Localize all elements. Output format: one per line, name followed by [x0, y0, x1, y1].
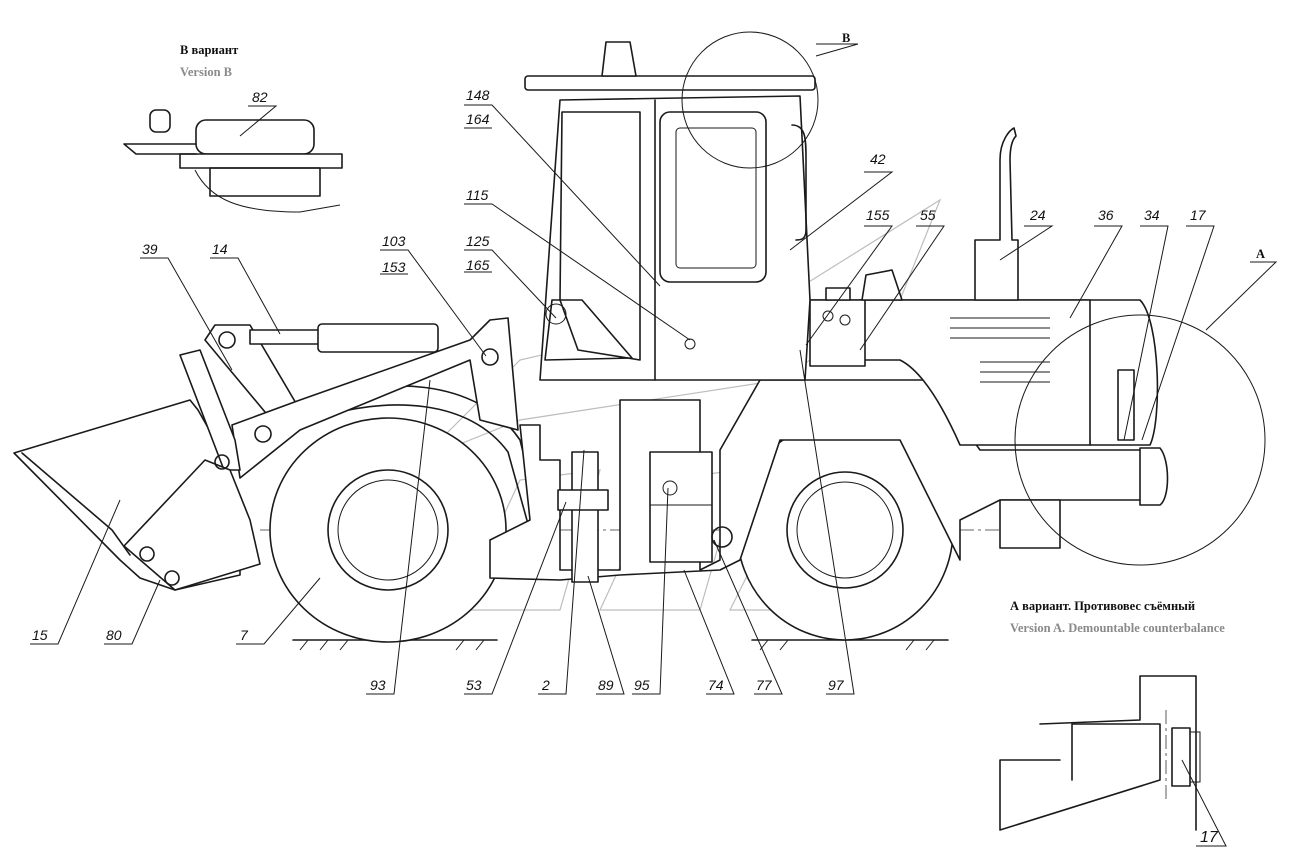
detail-circle-a: [1014, 314, 1266, 566]
caption-version-a-en: Version A. Demountable counterbalance: [1010, 621, 1225, 635]
callout-53: 53: [466, 677, 482, 693]
cab: [524, 41, 816, 381]
callout-153: 153: [382, 259, 406, 275]
inset-version-a: [999, 675, 1201, 831]
chassis-frame: [489, 379, 1161, 583]
callout-34: 34: [1144, 207, 1160, 223]
callout-80: 80: [106, 627, 122, 643]
callout-165: 165: [466, 257, 490, 273]
callout-155: 155: [866, 207, 890, 223]
callout-7: 7: [240, 627, 249, 643]
callout-93: 93: [370, 677, 386, 693]
callout-164: 164: [466, 111, 490, 127]
callout-17: 17: [1190, 207, 1207, 223]
callout-77: 77: [756, 677, 773, 693]
callout-125: 125: [466, 233, 490, 249]
detail-circle-b: [681, 31, 819, 169]
callout-95: 95: [634, 677, 650, 693]
callout-2: 2: [541, 677, 550, 693]
callout-36: 36: [1098, 207, 1114, 223]
leader-lines: [30, 43, 1278, 847]
callout-labels: 148 164 115 125 165 103 153 39 14 42 155…: [32, 87, 1219, 846]
caption-version-b-en: Version B: [180, 65, 232, 79]
callout-74: 74: [708, 677, 724, 693]
front-wheel: [269, 417, 507, 643]
callout-89: 89: [598, 677, 614, 693]
callout-55: 55: [920, 207, 936, 223]
view-label-a: А: [1256, 247, 1265, 261]
callout-82: 82: [252, 89, 268, 105]
caption-version-b-ru: В вариант: [180, 43, 238, 57]
callout-24: 24: [1029, 207, 1046, 223]
bucket: [13, 349, 261, 591]
loader-boom: [204, 317, 519, 479]
caption-version-a-ru: А вариант. Противовес съёмный: [1010, 599, 1195, 613]
callout-42: 42: [870, 151, 886, 167]
callout-39: 39: [142, 241, 158, 257]
callout-14: 14: [212, 241, 228, 257]
callout-148: 148: [466, 87, 490, 103]
engine-hood: [809, 127, 1169, 506]
inset-version-b: [123, 109, 343, 213]
callout-97: 97: [828, 677, 845, 693]
callout-15: 15: [32, 627, 48, 643]
callout-115: 115: [466, 187, 489, 203]
view-label-b: В: [842, 31, 850, 45]
callout-17-inset: 17: [1200, 829, 1219, 846]
callout-103: 103: [382, 233, 406, 249]
